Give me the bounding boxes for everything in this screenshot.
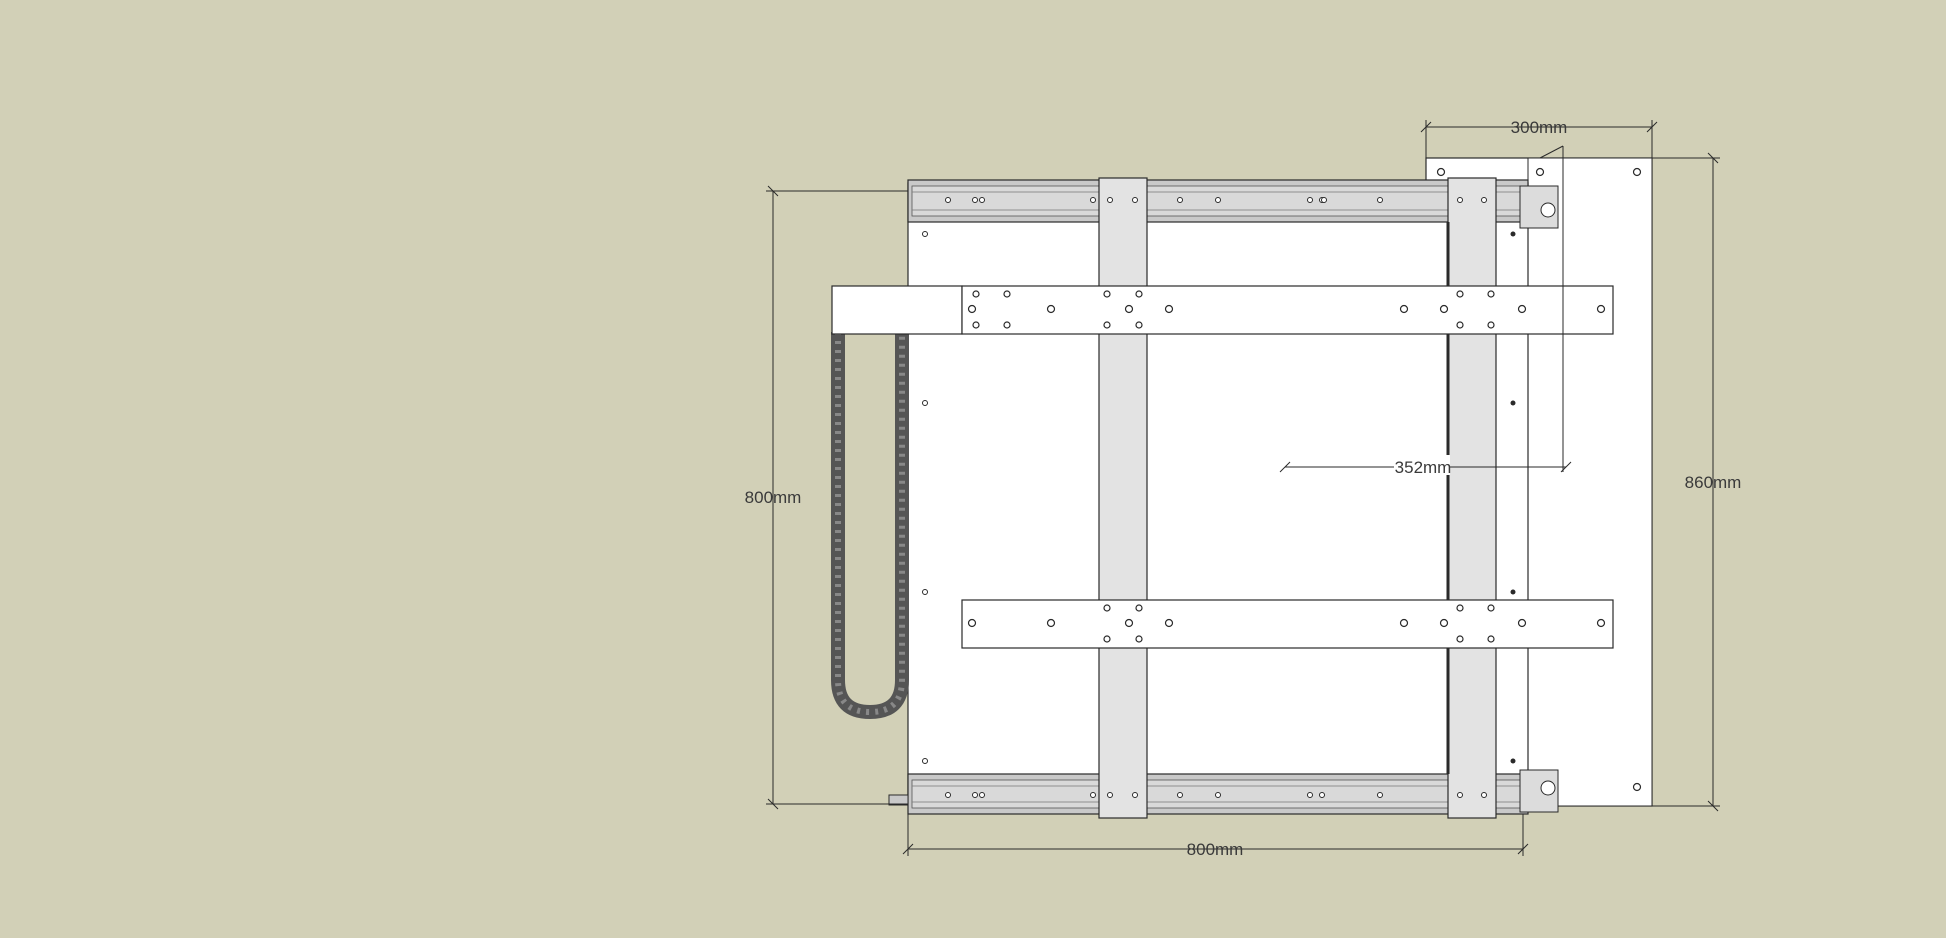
dimension-right	[1652, 152, 1720, 812]
dimension-bottom	[902, 814, 1529, 856]
dimension-left	[766, 185, 908, 810]
dimension-left-label: 800mm	[745, 488, 802, 507]
dimension-inner-label: 352mm	[1395, 458, 1452, 477]
bottom-crossbar	[961, 599, 1614, 649]
base-plate-holes	[922, 231, 928, 764]
gantry-column-left	[1098, 177, 1148, 819]
rail-end-block-top	[1519, 185, 1559, 229]
dimension-bottom-label: 800mm	[1187, 840, 1244, 859]
base-plate	[907, 182, 1529, 806]
gantry-column-right	[1446, 177, 1497, 819]
dimension-right-label: 860mm	[1685, 473, 1742, 492]
base-plate-dark-holes	[1510, 231, 1516, 764]
dimension-inner-label-bg	[1394, 455, 1450, 475]
dimension-top-label: 300mm	[1511, 118, 1568, 137]
top-crossbar	[831, 285, 1614, 335]
cable-drag-chain	[831, 332, 909, 720]
top-linear-rail	[907, 179, 1529, 223]
right-end-plate-inner	[1527, 157, 1653, 807]
rail-end-block-bottom	[1519, 769, 1559, 813]
dimension-top	[1420, 120, 1658, 158]
bottom-linear-rail	[888, 773, 1529, 815]
